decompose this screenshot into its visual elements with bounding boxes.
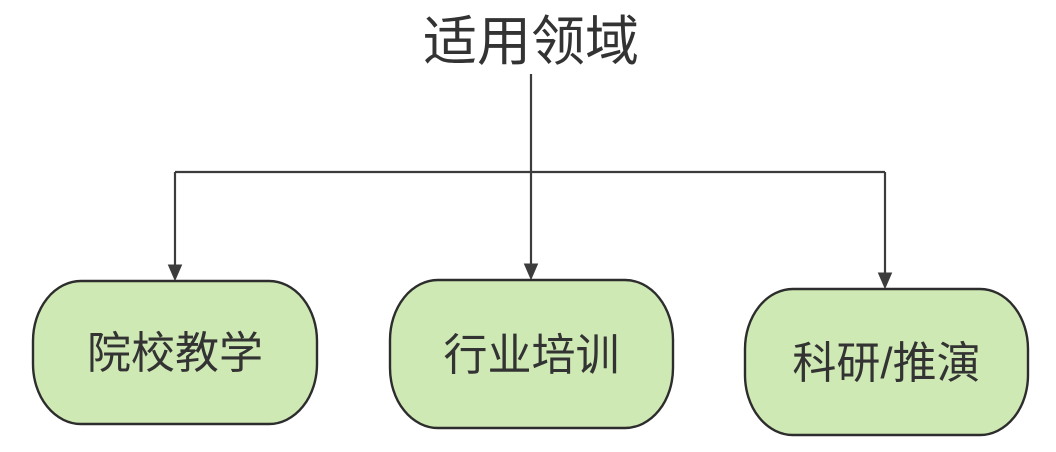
node-industry-training: 行业培训 — [388, 278, 675, 430]
node-industry-training-label: 行业培训 — [444, 331, 620, 380]
node-academic-teaching: 院校教学 — [31, 279, 319, 426]
node-research-simulation-label: 科研/推演 — [792, 339, 980, 388]
connector-tree — [167, 74, 893, 290]
node-industry-training-shape — [388, 278, 675, 430]
arrowhead-left-icon — [167, 264, 183, 282]
node-research-simulation-shape — [743, 287, 1030, 437]
arrowhead-middle-icon — [523, 263, 539, 281]
node-research-simulation: 科研/推演 — [743, 287, 1030, 437]
arrowhead-right-icon — [877, 272, 893, 290]
diagram-title: 适用领域 — [423, 12, 639, 72]
node-academic-teaching-shape — [31, 279, 319, 426]
node-academic-teaching-label: 院校教学 — [87, 329, 263, 378]
